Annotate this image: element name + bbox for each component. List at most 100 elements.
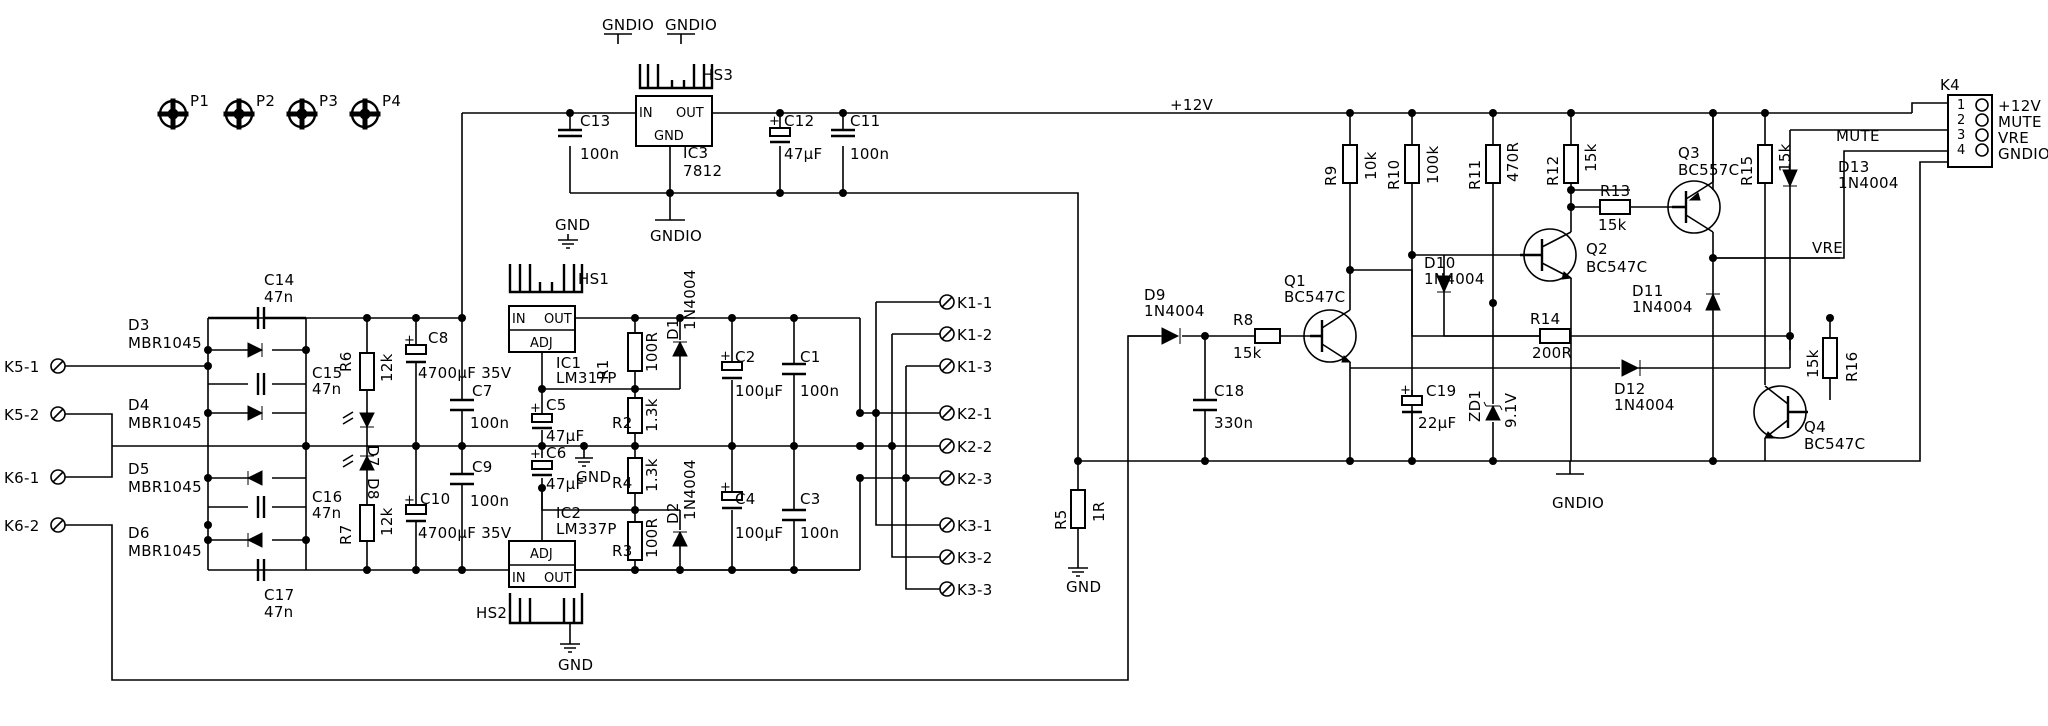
component-name: Q2 [1586,240,1608,258]
junctions [204,109,1834,574]
component-name: C2 [735,348,756,366]
terminal-k3-3: K3-3 [939,581,992,599]
component-name: Q1 [1284,272,1306,290]
terminal-label: K6-1 [4,469,40,487]
pin-number: 2 [1957,113,1965,128]
pin-number: 4 [1957,143,1965,158]
component-name: R9 [1322,165,1340,186]
polarity-plus: + [769,114,780,129]
component-name: IC2 [556,504,581,522]
component-name: C17 [264,586,294,604]
component-name: D5 [128,460,150,478]
output-terminals: K1-1 K1-2 K1-3 K2-1 K2-2 K2-3 K3-1 K3-2 … [859,294,993,599]
pin-label-gnd: GND [654,129,684,144]
resistor-r6 [359,352,375,391]
component-value: 100n [800,382,839,400]
diode-d9-symbol [1161,327,1181,345]
resistor-r8-body [1254,328,1281,344]
component-value: 1.3k [643,458,661,492]
signal-label: GNDIO [1998,145,2048,163]
component-name: C5 [546,396,567,414]
component-name: C16 [312,488,342,506]
pad-label: P4 [382,92,401,110]
capacitor-c12: + C12 47µF [769,112,822,163]
component-value: 100n [580,145,619,163]
led-d8-symbol [359,454,375,471]
signal-label: +12V [1998,97,2042,115]
component-name: C9 [472,458,493,476]
component-value: 12k [378,353,396,382]
component-name: ZD1 [1466,390,1484,422]
pad-label: P2 [256,92,275,110]
component-value: 47n [264,288,294,306]
pad-p4: P4 [349,92,401,130]
component-value: 100n [850,145,889,163]
heatsink-label: HS1 [578,270,609,288]
diode-d5-symbol [246,470,263,486]
terminal-k2-2: K2-2 [939,438,992,456]
connector-name: K4 [1940,76,1960,94]
component-name: C14 [264,271,294,289]
net-label-gnd: GND [1066,578,1101,596]
component-name: C15 [312,364,342,382]
terminal-label: K3-1 [957,517,993,535]
component-value: 1N4004 [1424,270,1485,288]
component-name: R12 [1544,156,1562,186]
pin-label-in: IN [639,106,653,121]
detector-stage: D9 1N4004 R8 15k C18 330n Q1 BC547C [1128,270,1357,461]
component-value: LM337P [556,520,617,538]
component-value: BC547C [1284,288,1345,306]
component-value: 15k [1582,143,1600,172]
component-name: C11 [850,112,880,130]
terminal-k1-1: K1-1 [939,294,993,312]
component-value: 1N4004 [1144,302,1205,320]
heatsink-label: HS3 [702,66,733,84]
component-value: 1N4004 [1632,298,1693,316]
component-name: Q4 [1804,418,1826,436]
terminal-k1-2: K1-2 [939,326,993,344]
signal-label: VRE [1998,129,2029,147]
component-name: C1 [800,348,821,366]
component-value: 1N4004 [681,459,699,520]
polarity-plus: + [530,401,541,416]
component-value: 100n [800,524,839,542]
component-value: 1N4004 [1838,174,1899,192]
polarity-plus: + [404,333,415,348]
terminal-label: K1-1 [957,294,993,312]
component-name: R15 [1738,156,1756,186]
terminal-label: K3-2 [957,549,993,567]
diode-d1-symbol [672,340,688,357]
regulator-ic1: GND HS1 IN OUT ADJ IC1 LM317P [508,216,860,389]
component-name: IC1 [556,354,581,372]
component-value: 9.1V [1502,392,1520,428]
component-name: R8 [1233,311,1254,329]
component-name: C3 [800,490,821,508]
component-name: C19 [1426,382,1456,400]
pin-number: 1 [1957,98,1965,113]
pin-label-in: IN [512,571,526,586]
mute-logic: R9 10k R10 100k R11 470R ZD1 9.1V + C19 … [1322,113,1899,512]
capacitor-c13: C13 100n [558,112,619,163]
resistor-r7 [359,504,375,542]
diode-d13-symbol [1782,169,1798,188]
output-caps: + + C2 100µF C1 100n C4 100µF C3 100n [720,318,839,570]
component-value: BC547C [1586,258,1647,276]
component-name: R5 [1052,509,1070,530]
component-name: R16 [1843,352,1861,382]
pin-number: 3 [1957,128,1965,143]
component-value: 100n [470,414,509,432]
terminal-k1-3: K1-3 [939,358,993,376]
diode-d3-symbol [247,342,264,358]
wires [461,102,1948,462]
component-value: 1N4004 [681,269,699,330]
terminal-label: K1-3 [957,358,993,376]
pad-p1: P1 [157,92,209,130]
pin-label-out: OUT [676,106,704,121]
component-value: 7812 [683,162,722,180]
component-value: 47n [312,504,342,522]
terminal-label: K1-2 [957,326,993,344]
net-label-gndio: GNDIO [1552,494,1604,512]
heatsink-label: HS2 [476,604,507,622]
component-name: C6 [546,444,567,462]
zener-zd1-symbol [1483,401,1503,421]
